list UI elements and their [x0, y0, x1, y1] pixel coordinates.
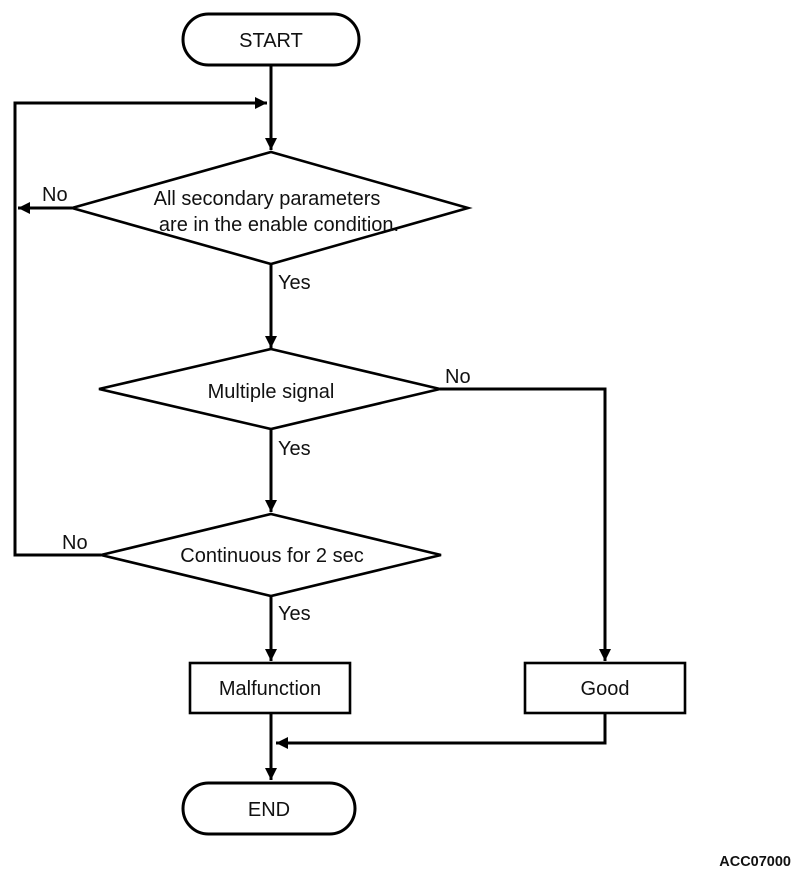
branch-labels: No Yes No Yes No Yes: [42, 184, 471, 625]
node-shapes: [67, 12, 687, 836]
decision-enable-no-label: No: [42, 184, 68, 206]
end-node: [181, 781, 357, 836]
good-node: [523, 661, 687, 715]
decision-enable-node: [67, 150, 473, 266]
decision-continuous-yes-label: Yes: [278, 603, 311, 625]
decision-continuous-node: [100, 512, 442, 598]
malfunction-node: [188, 661, 352, 715]
edge-decision-multiple-no: [440, 387, 611, 661]
start-label: START: [239, 30, 303, 52]
good-label: Good: [581, 678, 630, 700]
decision-continuous-no-label: No: [62, 532, 88, 554]
decision-enable-label-line1: All secondary parameters: [154, 188, 381, 210]
start-node: [181, 12, 361, 67]
edge-loop-return-to-top: [13, 97, 267, 557]
edge-good-to-merge: [276, 713, 607, 749]
decision-multiple-node: [98, 347, 441, 431]
decision-continuous-label: Continuous for 2 sec: [180, 545, 363, 567]
figure-code: ACC07000: [719, 854, 791, 870]
malfunction-label: Malfunction: [219, 678, 321, 700]
decision-multiple-yes-label: Yes: [278, 438, 311, 460]
decision-multiple-label: Multiple signal: [208, 381, 335, 403]
decision-multiple-no-label: No: [445, 366, 471, 388]
node-labels: START All secondary parameters are in th…: [154, 30, 630, 821]
decision-enable-label-line2: are in the enable condition.: [159, 214, 399, 236]
end-label: END: [248, 799, 290, 821]
edges: [13, 64, 611, 780]
decision-enable-yes-label: Yes: [278, 272, 311, 294]
